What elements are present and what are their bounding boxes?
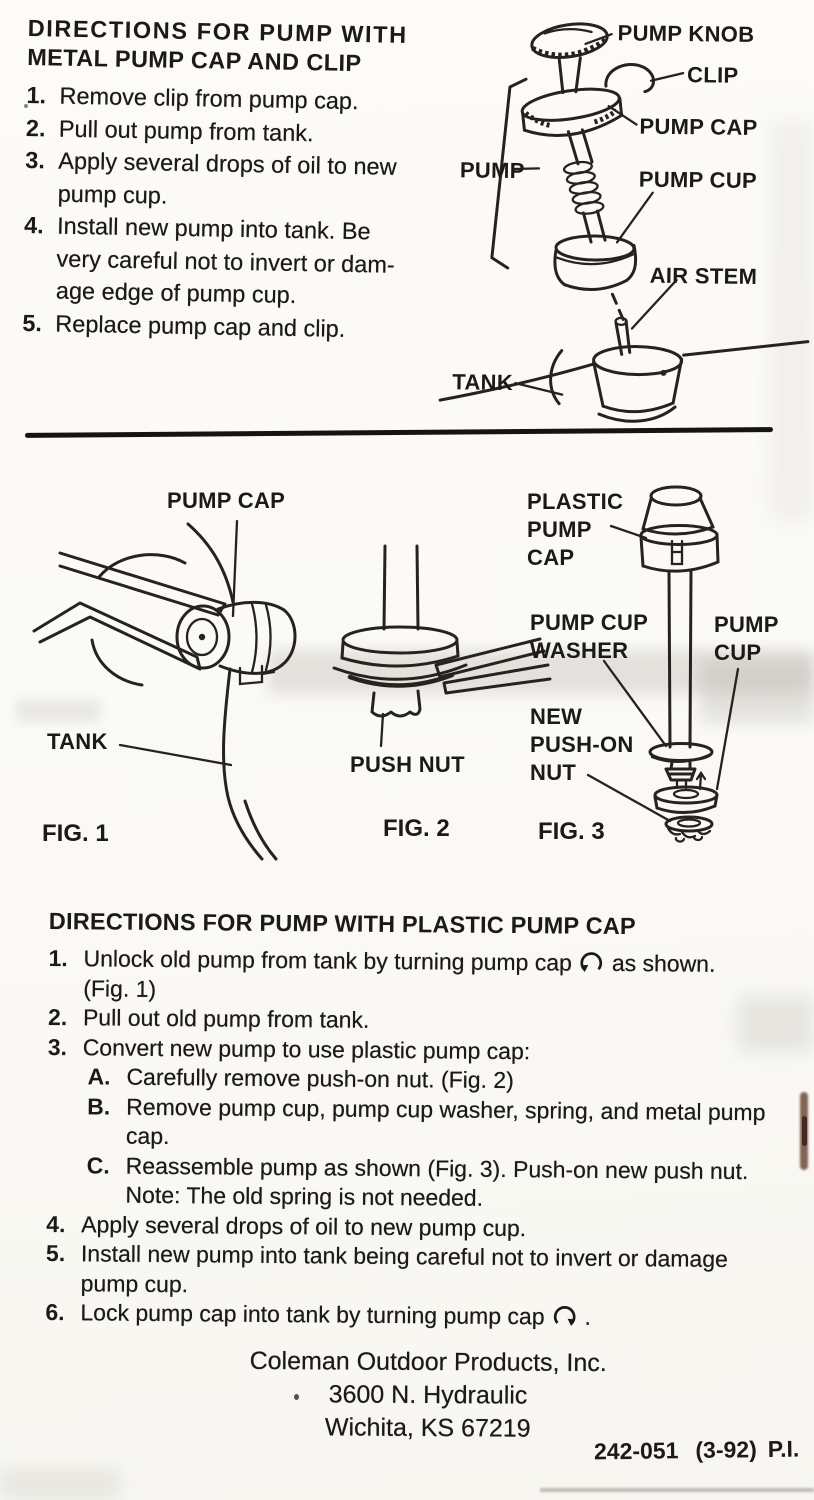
step-number: 2. <box>47 1003 68 1031</box>
cw-rotate-icon <box>553 1306 576 1327</box>
ccw-rotate-icon <box>580 952 603 973</box>
plastic-cap-directions-section: DIRECTIONS FOR PUMP WITH PLASTIC PUMP CA… <box>45 906 811 1334</box>
label-pump-cap: PUMP CAP <box>639 113 758 141</box>
figures-illustration <box>32 485 740 861</box>
list-item: 4. Install new pump into tank. Be very c… <box>23 209 461 314</box>
address-line: 3600 N. Hydraulic <box>328 1380 528 1410</box>
scan-shading <box>0 1468 120 1500</box>
list-item: 6. Lock pump cap into tank by turning pu… <box>45 1298 807 1334</box>
label-fig3-pump-cup: PUMP CUP <box>714 612 779 665</box>
pump-assembly-diagram: PUMP KNOB CLIP PUMP CAP PUMP PUMP CUP AI… <box>425 0 814 447</box>
label-pump-knob: PUMP KNOB <box>617 20 755 47</box>
company-name: Coleman Outdoor Products, Inc. <box>249 1346 607 1378</box>
label-fig3-new-push-on-nut: NEW PUSH-ON NUT <box>530 704 634 785</box>
list-item: 5. Install new pump into tank being care… <box>46 1239 808 1305</box>
label-fig2-push-nut: PUSH NUT <box>350 752 465 777</box>
fig3-caption: FIG. 3 <box>538 818 605 845</box>
step-number: 2. <box>25 114 46 141</box>
section-title: DIRECTIONS FOR PUMP WITH PLASTIC PUMP CA… <box>48 907 636 940</box>
step-number: 3. <box>25 146 46 174</box>
form-number-line: 242-051 (3-92) P.I. <box>594 1436 800 1466</box>
step-text: Replace pump cap and clip. <box>55 310 346 342</box>
step-number: 1. <box>48 944 68 972</box>
substep-text: Remove pump cup, pump cup washer, spring… <box>126 1093 766 1125</box>
label-fig3-pump-cup-washer: PUMP CUP WASHER <box>530 610 649 663</box>
substep-letter: B. <box>87 1092 111 1120</box>
label-clip: CLIP <box>686 62 739 88</box>
sub-list-item: C. Reassemble pump as shown (Fig. 3). Pu… <box>86 1151 808 1216</box>
metal-cap-directions-section: DIRECTIONS FOR PUMP WITH METAL PUMP CAP … <box>22 14 464 347</box>
step-number: 4. <box>46 1210 66 1237</box>
label-fig1-pump-cap: PUMP CAP <box>167 488 286 513</box>
step-text: Lock pump cap into tank by turning pump … <box>80 1299 592 1330</box>
scan-edge-line <box>540 1488 814 1492</box>
step-number: 5. <box>45 1239 66 1267</box>
step-text: Remove clip from pump cap. <box>59 82 359 115</box>
step-text: Apply several drops of oil to new <box>58 147 397 180</box>
label-tank: TANK <box>452 369 514 396</box>
form-code: 242-051 <box>593 1437 679 1465</box>
step-number: 5. <box>22 309 43 336</box>
sub-list-item: B. Remove pump cup, pump cup washer, spr… <box>87 1092 809 1157</box>
step-number: 1. <box>26 81 47 109</box>
step-text: Unlock old pump from tank by turning pum… <box>83 945 716 977</box>
fig2-caption: FIG. 2 <box>383 815 450 842</box>
substep-text: Carefully remove push-on nut. (Fig. 2) <box>126 1063 514 1094</box>
label-pump-cup: PUMP CUP <box>638 166 758 194</box>
label-fig3-plastic-pump-cap: PLASTIC PUMP CAP <box>527 489 624 570</box>
step-text: Pull out old pump from tank. <box>82 1004 370 1033</box>
label-pump: PUMP <box>459 157 525 184</box>
step-text: Install new pump into tank. Be <box>56 212 371 245</box>
step-number: 6. <box>45 1298 65 1326</box>
step-number: 4. <box>23 211 44 239</box>
figures-band: PUMP CAP TANK FIG. 1 PUSH NUT FIG. 2 PLA… <box>0 446 814 872</box>
step-text: Pull out pump from tank. <box>58 115 314 146</box>
substep-letter: C. <box>86 1151 110 1179</box>
list-item: 1. Unlock old pump from tank by turning … <box>48 944 810 1010</box>
form-date: (3-92) <box>695 1436 757 1464</box>
form-suffix: P.I. <box>767 1435 800 1463</box>
list-item: 3. Apply several drops of oil to new pum… <box>24 144 461 217</box>
footer-address: Coleman Outdoor Products, Inc. 3600 N. H… <box>128 1344 729 1447</box>
substep-letter: A. <box>87 1063 111 1090</box>
pump-assembly-illustration <box>438 22 810 423</box>
fig1-caption: FIG. 1 <box>42 820 109 847</box>
step-text: Apply several drops of oil to new pump c… <box>81 1210 527 1241</box>
step-text: Convert new pump to use plastic pump cap… <box>82 1033 531 1064</box>
label-air-stem: AIR STEM <box>649 262 758 290</box>
step-number: 3. <box>47 1033 68 1060</box>
label-fig1-tank: TANK <box>47 729 108 754</box>
